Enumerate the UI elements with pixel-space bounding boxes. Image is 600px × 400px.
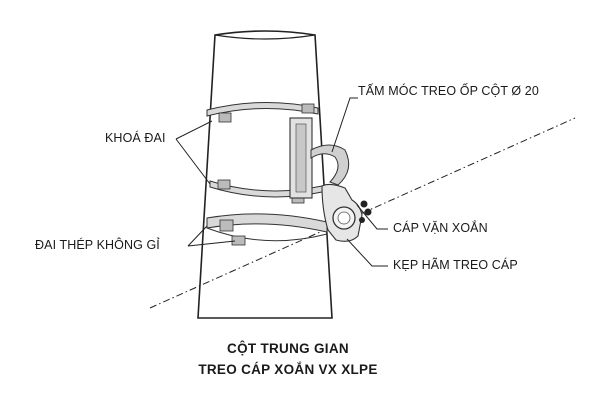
- caption-line-1: CỘT TRUNG GIAN: [227, 341, 349, 356]
- leader-hook-plate: [331, 97, 358, 153]
- hook-plate: [289, 117, 350, 199]
- label-twisted-cable: CÁP VẶN XOẮN: [393, 221, 488, 235]
- band-3: [206, 213, 328, 246]
- caption-line-2: TREO CÁP XOẮN VX XLPE: [198, 362, 378, 377]
- leader-suspension-clamp: [346, 238, 388, 267]
- leader-stainless-band-1: [187, 225, 208, 247]
- label-hook-plate: TẤM MÓC TREO ỐP CỘT Ø 20: [358, 84, 539, 98]
- band-1: [206, 101, 319, 123]
- suspension-clamp: [321, 183, 372, 242]
- leader-stainless-band-2: [187, 240, 236, 247]
- leader-lines: [175, 97, 388, 267]
- pole-top-edge: [214, 34, 316, 40]
- pole: [197, 30, 333, 319]
- cable-centerline: [149, 117, 576, 309]
- label-suspension-clamp: KẸP HÃM TREO CÁP: [393, 258, 518, 272]
- label-band-lock: KHOÁ ĐAI: [105, 131, 166, 145]
- leader-band-lock-1: [175, 120, 213, 140]
- leader-band-lock-2: [175, 138, 211, 185]
- label-stainless-band: ĐAI THÉP KHÔNG GỈ: [35, 238, 160, 252]
- leader-twisted-cable: [356, 204, 388, 230]
